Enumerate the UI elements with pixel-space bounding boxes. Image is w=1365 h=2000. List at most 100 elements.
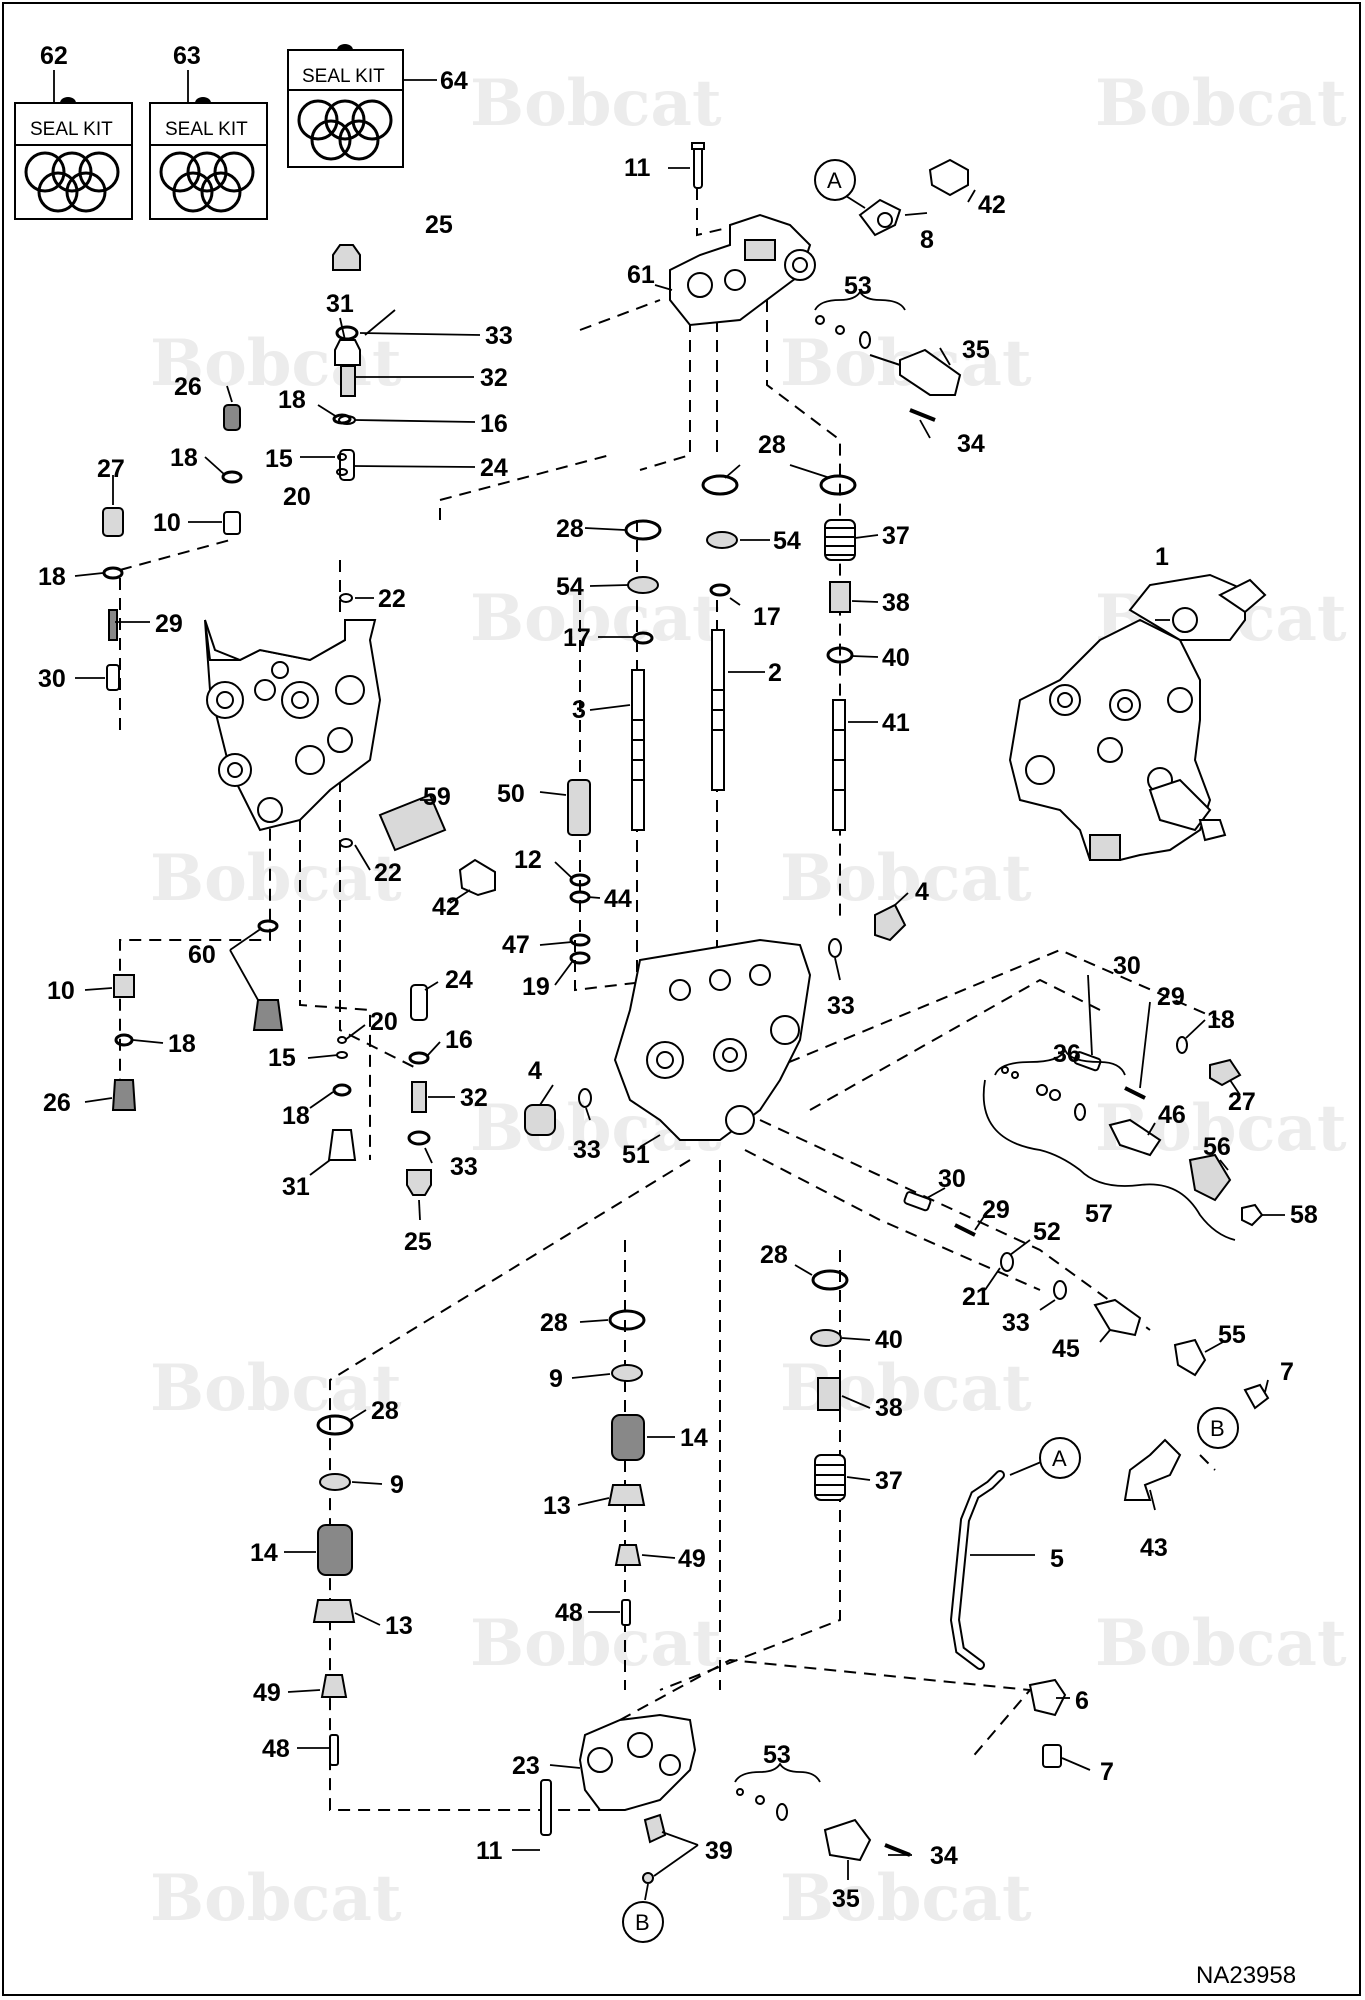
coil-56 — [1188, 1153, 1232, 1202]
callout-38: 38 — [882, 589, 910, 617]
watermark: Bobcat — [150, 1351, 402, 1426]
callout-49: 49 — [253, 1679, 281, 1707]
spool-stack-parts — [567, 474, 857, 965]
callout-10: 10 — [47, 977, 75, 1005]
watermark: Bobcat — [1095, 1606, 1347, 1681]
fitting-26-low — [111, 1079, 137, 1111]
callout-9: 9 — [390, 1471, 404, 1499]
seat-13-left — [312, 1599, 356, 1623]
callout-7: 7 — [1280, 1358, 1294, 1386]
orifice-10-low — [113, 974, 135, 998]
callout-54: 54 — [773, 527, 801, 555]
callout-56: 56 — [1203, 1133, 1231, 1161]
callout-35: 35 — [962, 336, 990, 364]
callout-27: 27 — [97, 455, 125, 483]
callout-18: 18 — [38, 563, 66, 591]
poppet-24-low — [410, 984, 428, 1021]
callout-28: 28 — [371, 1397, 399, 1425]
callout-6: 6 — [1075, 1687, 1089, 1715]
grouping-braces — [734, 290, 1236, 1783]
callout-16: 16 — [445, 1026, 473, 1054]
reference-a-top — [814, 159, 856, 201]
callout-38: 38 — [875, 1394, 903, 1422]
callout-15: 15 — [268, 1044, 296, 1072]
seal-set-36 — [1001, 1066, 1086, 1121]
left-valve-section — [102, 244, 496, 897]
callout-20: 20 — [370, 1008, 398, 1036]
svg-text:A: A — [827, 168, 842, 193]
cap-7-right — [1243, 1383, 1270, 1410]
spring-29-mid — [954, 1223, 976, 1237]
callout-40: 40 — [882, 644, 910, 672]
spring-29-right — [1124, 1086, 1146, 1100]
callout-4: 4 — [915, 878, 929, 906]
callout-32: 32 — [460, 1084, 488, 1112]
callout-31: 31 — [282, 1173, 310, 1201]
callout-22: 22 — [374, 859, 402, 887]
spool-3 — [631, 669, 645, 831]
fitting-42-top — [928, 158, 969, 197]
callout-43: 43 — [1140, 1534, 1168, 1562]
solenoid-35-low — [823, 1818, 872, 1862]
callout-29: 29 — [1157, 983, 1185, 1011]
callout-42: 42 — [978, 191, 1006, 219]
cap-49-mid — [614, 1544, 642, 1566]
seal-kit-63: 63 SEAL KIT — [149, 42, 268, 220]
poppet-30-left — [106, 664, 120, 691]
callout-47: 47 — [502, 931, 530, 959]
bottom-stack-parts — [312, 1269, 911, 1884]
seal-kit-64: SEAL KIT 64 — [287, 44, 468, 168]
screw-34-top — [909, 408, 936, 422]
callout-24: 24 — [445, 966, 473, 994]
callout-8: 8 — [920, 226, 934, 254]
callout-35: 35 — [832, 1885, 860, 1913]
callout-7: 7 — [1100, 1758, 1114, 1786]
brand-watermarks: Bobcat Bobcat Bobcat Bobcat Bobcat Bobca… — [150, 66, 1347, 1936]
right-side-parts — [903, 1036, 1270, 1768]
check-valve-60 — [252, 999, 284, 1031]
callout-62: 62 — [40, 42, 68, 70]
bolt-11-low — [540, 1779, 552, 1836]
callout-34: 34 — [930, 1842, 958, 1870]
solenoid-valve-46 — [1108, 1118, 1162, 1157]
callout-29: 29 — [155, 610, 183, 638]
fitting-42-left — [458, 858, 496, 897]
callout-32: 32 — [480, 364, 508, 392]
spring-seat-38 — [829, 581, 851, 613]
callout-18: 18 — [168, 1030, 196, 1058]
callout-27: 27 — [1228, 1088, 1256, 1116]
callout-18: 18 — [170, 444, 198, 472]
svg-text:A: A — [1052, 1446, 1067, 1471]
spring-32-top — [340, 365, 356, 397]
callout-26: 26 — [174, 373, 202, 401]
callout-9: 9 — [549, 1365, 563, 1393]
elbow-6 — [1028, 1678, 1067, 1717]
callout-28: 28 — [758, 431, 786, 459]
callout-58: 58 — [1290, 1201, 1318, 1229]
callout-24: 24 — [480, 454, 508, 482]
watermark: Bobcat — [470, 581, 722, 656]
callout-18: 18 — [282, 1102, 310, 1130]
callout-28: 28 — [540, 1309, 568, 1337]
callout-15: 15 — [265, 445, 293, 473]
seal-set-53-top — [815, 315, 871, 349]
valve-cap-23 — [578, 1713, 697, 1811]
callout-30: 30 — [938, 1165, 966, 1193]
spring-14-left — [317, 1524, 353, 1576]
callout-46: 46 — [1158, 1101, 1186, 1129]
callout-53: 53 — [763, 1741, 791, 1769]
reference-a-low — [1039, 1437, 1081, 1479]
lower-left-parts — [111, 919, 432, 1196]
callout-11: 11 — [624, 154, 651, 182]
cap-49-left — [320, 1674, 348, 1698]
o-rings-icon — [159, 151, 255, 213]
callout-12: 12 — [514, 846, 542, 874]
callout-40: 40 — [875, 1326, 903, 1354]
plug-4-left — [524, 1104, 556, 1136]
plug-25-top — [332, 244, 361, 271]
watermark: Bobcat — [1095, 66, 1347, 141]
callout-25: 25 — [404, 1228, 432, 1256]
spring-29-left — [108, 609, 118, 641]
callout-5: 5 — [1050, 1545, 1064, 1573]
